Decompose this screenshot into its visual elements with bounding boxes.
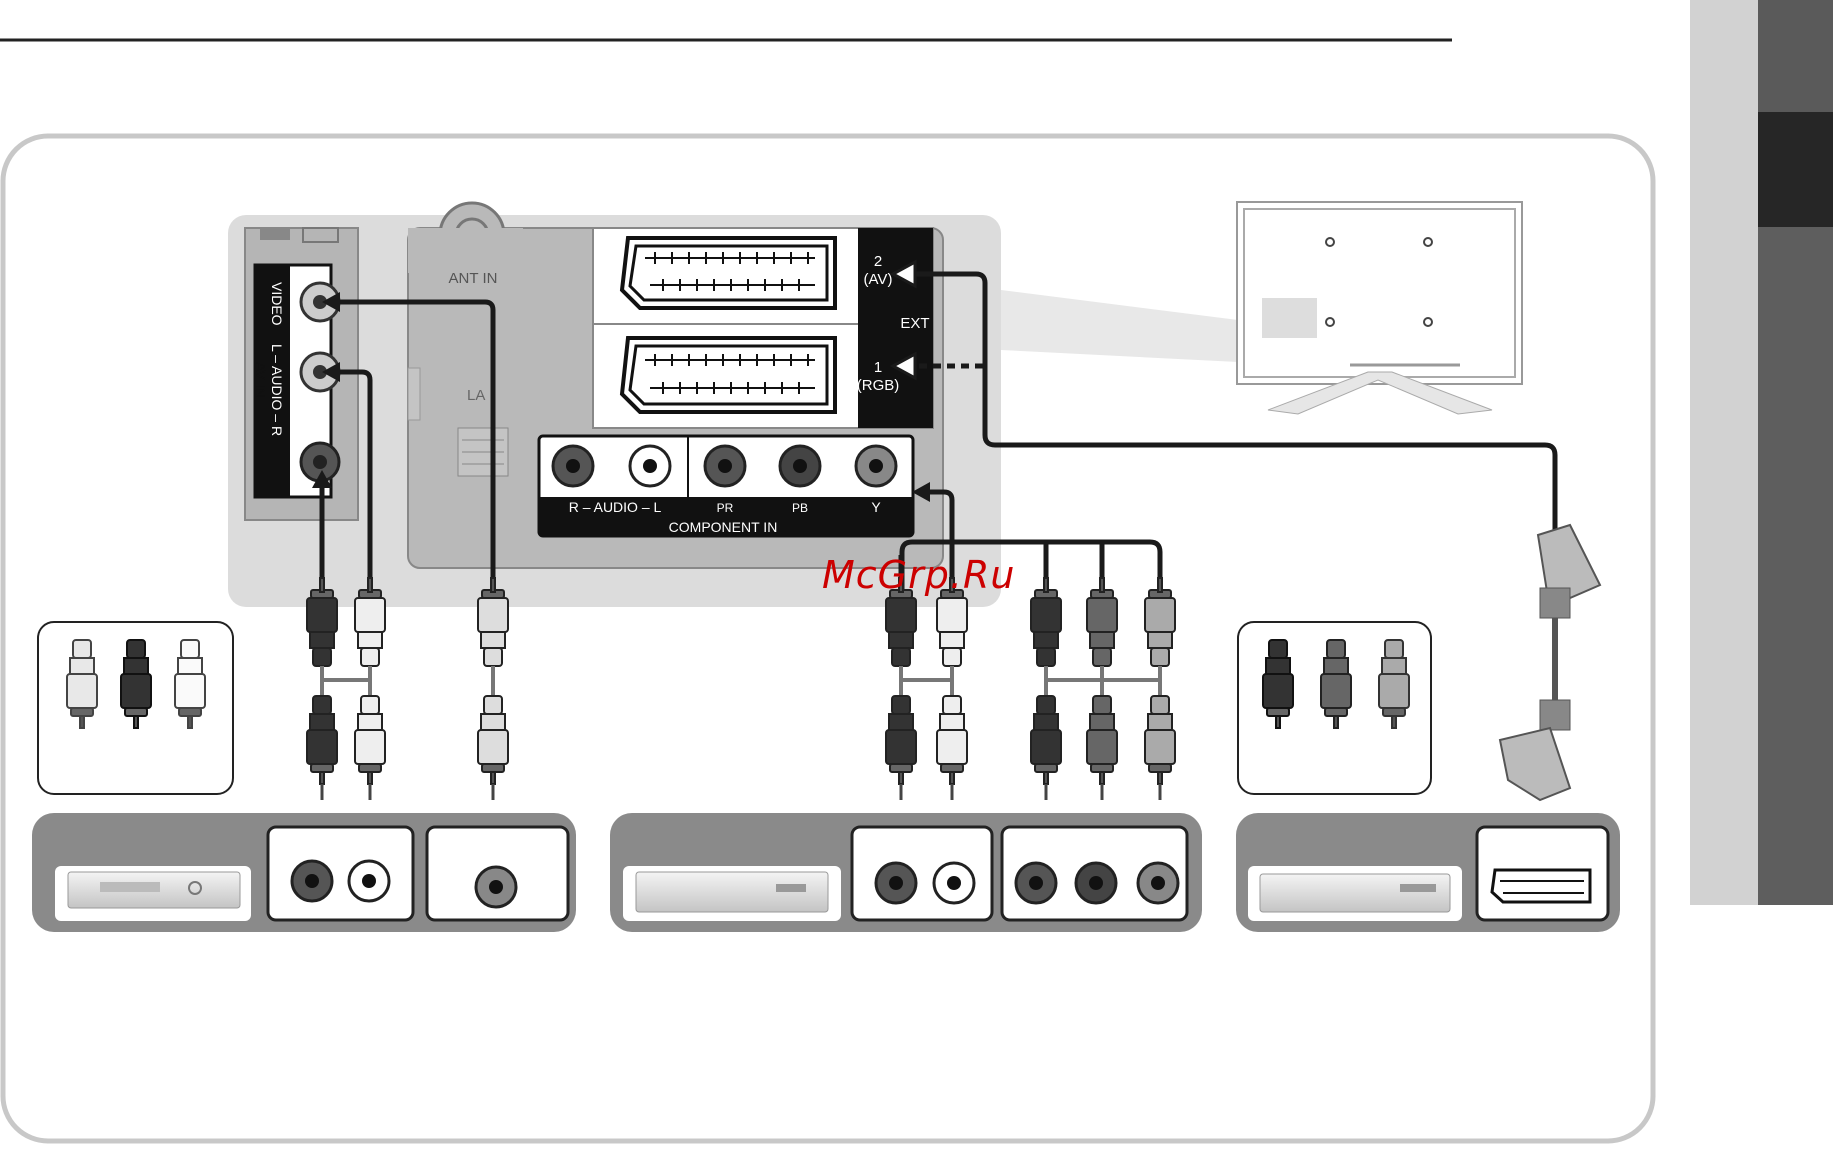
tv-thumbnail	[1237, 202, 1522, 414]
scart-block: 2 (AV) EXT 1 (RGB)	[593, 228, 933, 428]
component-in-title: COMPONENT IN	[669, 519, 778, 535]
cable-links	[322, 666, 1160, 696]
section-tab-1	[1758, 0, 1833, 112]
av-in-video-label: VIDEO	[269, 282, 285, 326]
ext-1-number: 1	[874, 359, 882, 376]
ext-2-mode: (AV)	[864, 271, 893, 288]
av-in-audio-label: L – AUDIO – R	[269, 344, 285, 436]
component-pr-label: PR	[717, 501, 734, 515]
ext-2-number: 2	[874, 253, 882, 270]
device-bar-scart	[1236, 813, 1620, 932]
watermark: McGrp.Ru	[822, 553, 1015, 597]
ext-title: EXT	[900, 315, 929, 332]
ext-1-mode: (RGB)	[857, 377, 900, 394]
av-in-title: AV IN	[253, 362, 269, 398]
ant-in-label: ANT IN	[449, 270, 498, 287]
scart-socket-2	[622, 238, 835, 308]
component-pb-label: PB	[792, 501, 808, 515]
legend-box-right	[1238, 622, 1431, 794]
legend-box-left	[38, 622, 233, 794]
section-tab-sidebar	[1690, 0, 1833, 905]
lan-label: LA	[467, 387, 485, 404]
device-side-plugs	[307, 696, 1175, 784]
device-bar-av	[32, 813, 576, 932]
component-audio-label: R – AUDIO – L	[569, 499, 662, 515]
component-in-block: R – AUDIO – L PR PB Y COMPONENT IN	[539, 436, 913, 536]
device-bar-component	[610, 813, 1202, 932]
section-tab-3	[1758, 227, 1833, 905]
component-y-label: Y	[871, 499, 881, 515]
scart-plug-top	[1500, 525, 1600, 800]
section-tab-active	[1758, 112, 1833, 227]
scart-socket-1	[622, 338, 835, 412]
